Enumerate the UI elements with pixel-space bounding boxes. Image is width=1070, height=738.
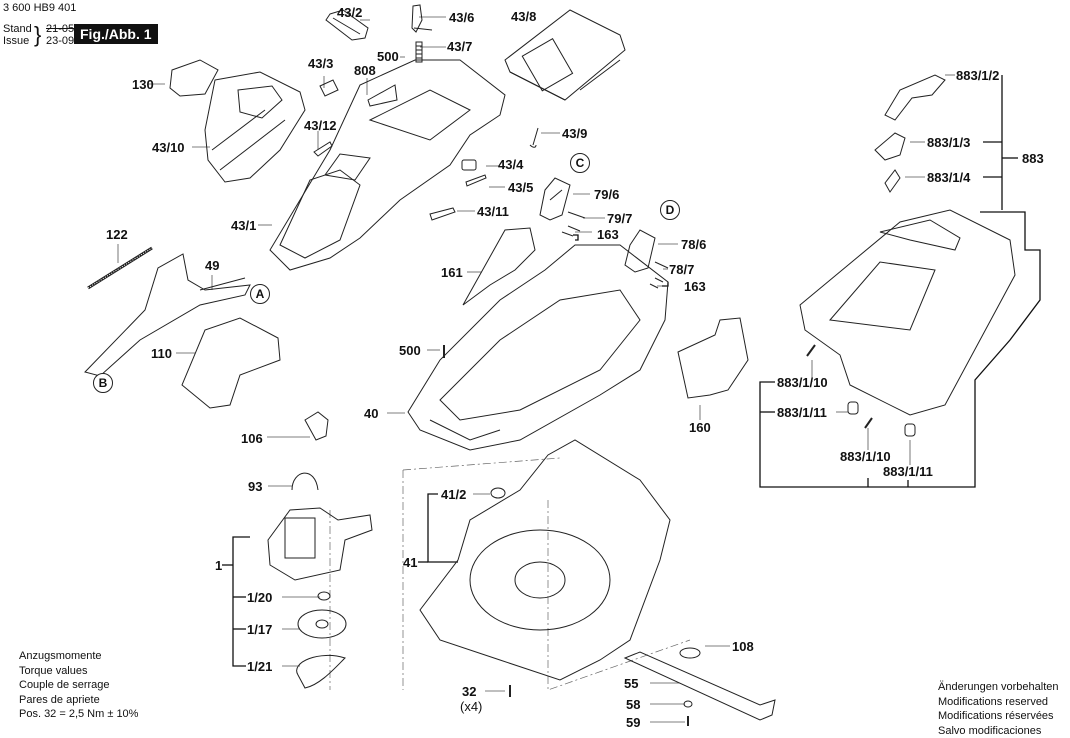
part-label: 78/6 — [681, 238, 706, 252]
part-43-1-housing — [270, 60, 505, 270]
assembly-axes — [330, 458, 690, 690]
part-label: 1 — [215, 559, 222, 573]
part-label: 43/4 — [498, 158, 523, 172]
part-1-21-belt — [297, 655, 345, 688]
part-883-catcher — [800, 210, 1015, 415]
part-43-5 — [466, 175, 486, 186]
part-1-17-pulley — [298, 610, 346, 638]
part-label: 110 — [151, 347, 172, 361]
group-brackets — [222, 75, 1040, 666]
part-label: 43/3 — [308, 57, 333, 71]
part-label: 808 — [354, 64, 376, 78]
part-41-deck — [420, 440, 670, 680]
part-label: 43/9 — [562, 127, 587, 141]
part-label: 43/5 — [508, 181, 533, 195]
part-label: 43/1 — [231, 219, 256, 233]
part-label: 883/1/4 — [927, 171, 970, 185]
part-label: 1/21 — [247, 660, 272, 674]
part-quantity: (x4) — [460, 700, 482, 714]
part-43-12 — [314, 142, 332, 156]
part-110-cover — [182, 318, 280, 408]
part-label: 161 — [441, 266, 463, 280]
part-label: 43/11 — [477, 205, 509, 219]
part-43-9-spring — [530, 128, 538, 147]
part-label: 106 — [241, 432, 263, 446]
part-43-7-spring — [416, 42, 422, 62]
part-label: 500 — [399, 344, 421, 358]
part-1-motor — [268, 508, 372, 580]
callout-a: A — [250, 284, 270, 304]
part-label: 500 — [377, 50, 399, 64]
part-161 — [463, 228, 535, 305]
part-label: 130 — [132, 78, 154, 92]
part-label: 160 — [689, 421, 711, 435]
part-883-1-11-foot — [848, 402, 858, 414]
part-label: 40 — [364, 407, 378, 421]
part-1-20-bearing — [318, 592, 330, 600]
part-93-cable — [292, 473, 318, 490]
part-label: 49 — [205, 259, 219, 273]
part-43-4 — [462, 160, 476, 170]
part-label: 43/7 — [447, 40, 472, 54]
part-883-1-10-pin — [807, 345, 815, 356]
part-label: 883/1/3 — [927, 136, 970, 150]
part-58-washer — [684, 701, 692, 707]
part-43-6 — [412, 5, 432, 32]
part-label: 93 — [248, 480, 262, 494]
part-label: 32 — [462, 685, 476, 699]
part-883-1-11-foot — [905, 424, 915, 436]
part-130-badge — [170, 60, 218, 96]
part-label: 59 — [626, 716, 640, 730]
callout-c: C — [570, 153, 590, 173]
callout-b: B — [93, 373, 113, 393]
part-108-washer — [680, 648, 700, 658]
part-160-flap — [678, 318, 748, 398]
part-label: 1/20 — [247, 591, 272, 605]
part-label: 41/2 — [441, 488, 466, 502]
part-79-6-bracket — [540, 178, 570, 220]
part-label: 78/7 — [669, 263, 694, 277]
part-label: 883/1/10 — [840, 450, 891, 464]
part-883-1-4-latch — [885, 170, 900, 192]
part-43-10-cover — [205, 72, 305, 182]
leader-lines — [118, 17, 955, 722]
part-label: 79/6 — [594, 188, 619, 202]
part-883-1-2-handle — [885, 75, 945, 120]
part-106-switch — [305, 412, 328, 440]
part-41-2-bushing — [491, 488, 505, 498]
part-label: 883 — [1022, 152, 1044, 166]
part-43-11 — [430, 208, 455, 220]
part-label: 122 — [106, 228, 128, 242]
part-label: 163 — [684, 280, 706, 294]
part-label: 883/1/11 — [883, 465, 933, 479]
part-55-blade — [625, 652, 775, 720]
part-label: 41 — [403, 556, 417, 570]
part-808-label — [368, 85, 397, 106]
part-label: 43/10 — [152, 141, 185, 155]
part-label: 79/7 — [607, 212, 632, 226]
part-label: 163 — [597, 228, 619, 242]
part-label: 108 — [732, 640, 754, 654]
part-label: 883/1/10 — [777, 376, 828, 390]
part-78-6-bracket — [625, 230, 655, 272]
part-label: 55 — [624, 677, 638, 691]
part-883-1-10-pin — [865, 418, 872, 428]
callout-d: D — [660, 200, 680, 220]
part-label: 58 — [626, 698, 640, 712]
part-label: 883/1/2 — [956, 69, 999, 83]
part-label: 43/12 — [304, 119, 337, 133]
part-label: 43/8 — [511, 10, 536, 24]
part-883-1-3-button — [875, 133, 905, 160]
part-43-3 — [320, 80, 338, 96]
part-label: 43/6 — [449, 11, 474, 25]
part-label: 883/1/11 — [777, 406, 827, 420]
part-label: 1/17 — [247, 623, 272, 637]
part-label: 43/2 — [337, 6, 362, 20]
part-122-spring — [88, 248, 152, 288]
